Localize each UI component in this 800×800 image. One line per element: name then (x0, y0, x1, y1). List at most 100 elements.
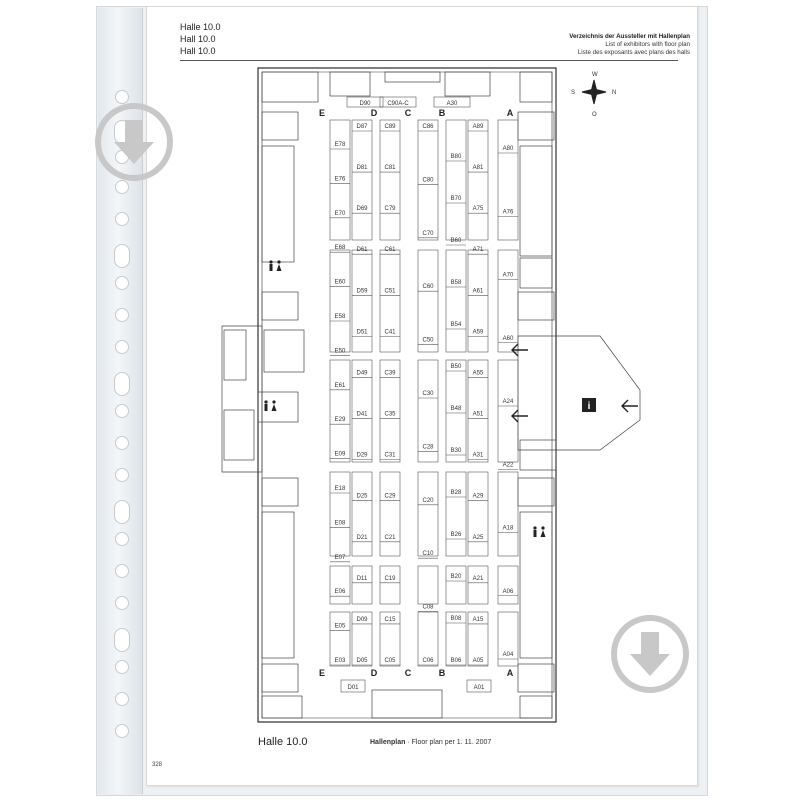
booth-cell (467, 471, 489, 557)
sleeve-hole (115, 90, 129, 104)
booth-label: C79 (384, 206, 396, 212)
document-page (146, 6, 698, 786)
booth-cell (417, 471, 439, 557)
arrow-left-icon (621, 399, 638, 413)
booth-label: D59 (356, 288, 368, 294)
booth-cell (346, 96, 384, 108)
aisle-letter: E (319, 668, 325, 678)
restroom-icon (264, 400, 277, 411)
booth-cell (467, 119, 489, 241)
booth-cell (329, 565, 351, 605)
side-right-service (519, 257, 553, 289)
stair-right-low (517, 477, 555, 507)
booth-cell (445, 471, 467, 557)
booth-label: B28 (451, 490, 462, 496)
booth-label: B80 (451, 154, 462, 160)
right-entrance-annex (517, 335, 641, 451)
arrow-left-icon (511, 343, 528, 357)
booth-cell (467, 249, 489, 353)
aisle-letter: C (405, 668, 412, 678)
booth-cell (497, 471, 519, 557)
hall-title-fr: Hall 10.0 (180, 46, 216, 56)
booth-label: E06 (335, 589, 346, 595)
booth-label: B70 (451, 196, 462, 202)
booth-cell (497, 565, 519, 605)
sleeve-hole (114, 500, 130, 524)
booth-label: B20 (451, 574, 462, 580)
booth-cell (417, 611, 439, 667)
subtitle-de: Verzeichnis der Aussteller mit Hallenpla… (569, 33, 690, 40)
bottom-block-right (519, 695, 553, 719)
booth-cell (467, 359, 489, 463)
sleeve-hole (115, 436, 129, 450)
booth-label: D05 (356, 658, 368, 664)
download-watermark-icon (95, 103, 173, 181)
booth-cell (379, 119, 401, 241)
booth-label: B60 (451, 238, 462, 244)
aisle-letter: B (439, 668, 446, 678)
side-left-upper (261, 145, 295, 263)
booth-cell (497, 611, 519, 667)
header-rule (180, 60, 678, 61)
booth-label: A30 (447, 101, 458, 107)
sleeve-hole (115, 692, 129, 706)
sleeve-hole (115, 724, 129, 738)
booth-label: B54 (451, 322, 462, 328)
footer-plan-date: · Floor plan per 1. 11. 2007 (407, 739, 492, 746)
left-annex-core (263, 329, 305, 373)
sleeve-hole (115, 212, 129, 226)
booth-label: E78 (335, 142, 346, 148)
booth-cell (445, 359, 467, 463)
left-annex-wc (257, 391, 299, 423)
sleeve-hole (115, 404, 129, 418)
svg-text:i: i (588, 401, 591, 412)
hall-title-en: Hall 10.0 (180, 34, 216, 44)
booth-label: A21 (473, 576, 484, 582)
booth-label: A06 (503, 589, 514, 595)
booth-label: C15 (384, 617, 396, 623)
sleeve-hole (114, 628, 130, 652)
booth-label: C89 (384, 124, 396, 130)
compass-o: O (592, 112, 597, 118)
booth-label: B26 (451, 532, 462, 538)
sleeve-hole (115, 180, 129, 194)
booth-label: C05 (384, 658, 396, 664)
restroom-icon (533, 526, 546, 537)
booth-label: E05 (335, 624, 346, 630)
aisle-letter: C (405, 108, 412, 118)
side-left-lower (261, 511, 295, 659)
booth-label: C90A-C (387, 101, 409, 107)
page-number: 328 (152, 762, 163, 768)
booth-label: A05 (473, 658, 484, 664)
booth-label: C50 (422, 338, 434, 344)
booth-cell (379, 471, 401, 557)
booth-label: D90 (359, 101, 371, 107)
booth-label: A55 (473, 370, 484, 376)
booth-label: D87 (356, 124, 368, 130)
booth-label: A61 (473, 288, 484, 294)
booth-label: E68 (335, 245, 346, 251)
booth-label: A70 (503, 273, 514, 279)
booth-cell (467, 565, 489, 605)
booth-cell (351, 119, 373, 241)
booth-label: A29 (473, 494, 484, 500)
booth-label: D41 (356, 412, 368, 418)
aisle-letter: D (371, 668, 378, 678)
booth-label: A59 (473, 329, 484, 335)
booth-cell (329, 119, 351, 241)
booth-cell (379, 249, 401, 353)
stair-left-top (261, 111, 299, 141)
booth-cell (497, 359, 519, 463)
sleeve-hole (115, 596, 129, 610)
sleeve-hole (115, 276, 129, 290)
booth-label: E76 (335, 176, 346, 182)
booth-label: B30 (451, 448, 462, 454)
booth-label: E60 (335, 280, 346, 286)
booth-label: A18 (503, 526, 514, 532)
booth-label: D51 (356, 329, 368, 335)
booth-label: C51 (384, 288, 396, 294)
booth-label: E07 (335, 555, 346, 561)
bottom-block-left (261, 695, 303, 719)
booth-label: C10 (422, 551, 434, 557)
booth-label: E29 (335, 417, 346, 423)
